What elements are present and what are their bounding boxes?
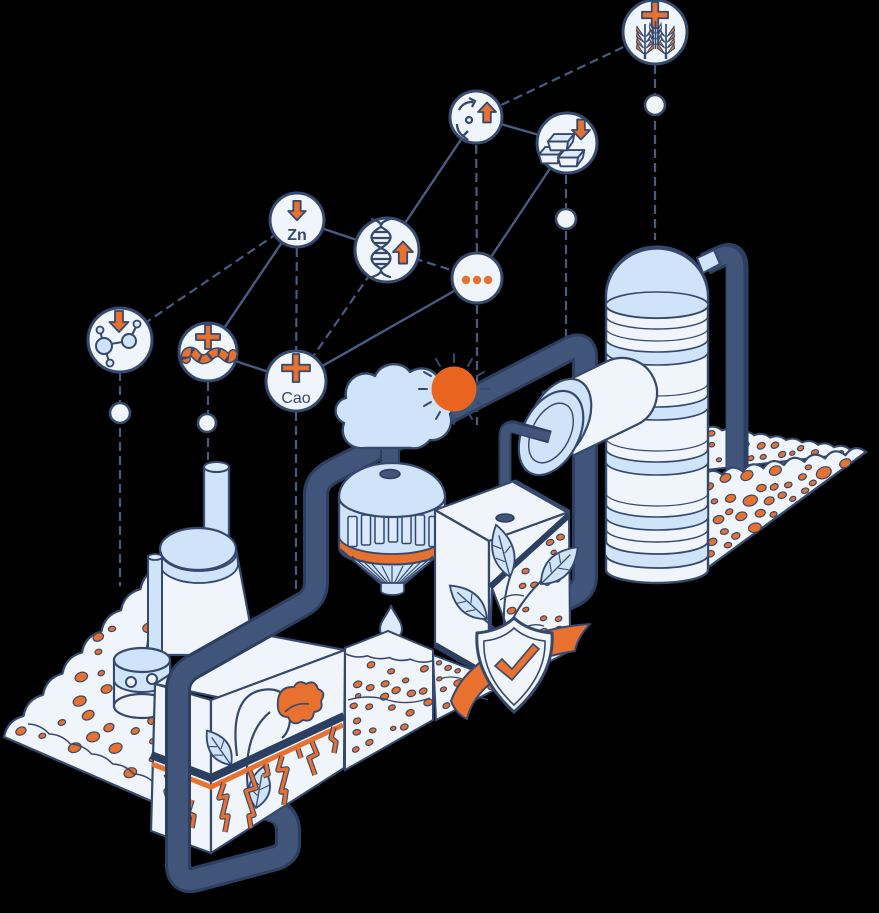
svg-text:Zn: Zn	[287, 227, 307, 244]
svg-text:Cao: Cao	[281, 390, 310, 407]
